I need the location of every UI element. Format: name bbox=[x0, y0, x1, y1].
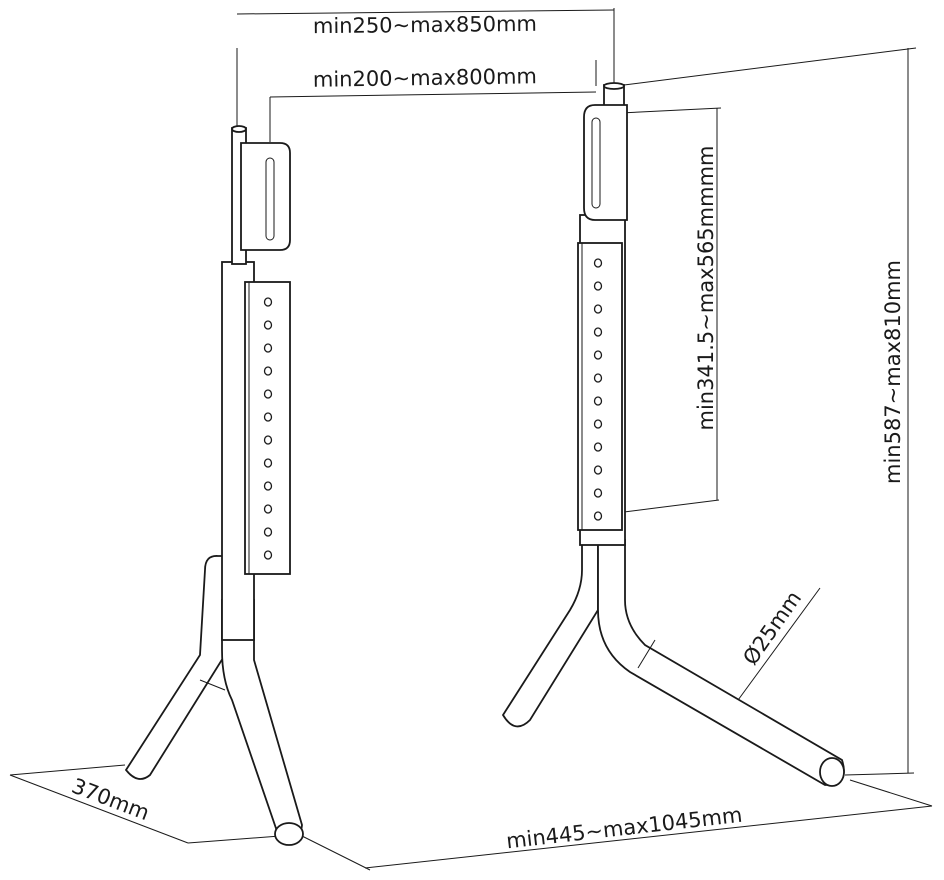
bracket-hole bbox=[263, 389, 273, 399]
bracket-hole bbox=[263, 366, 273, 376]
bracket-hole bbox=[593, 258, 603, 268]
bracket-hole bbox=[263, 550, 273, 560]
bracket-hole bbox=[593, 373, 603, 383]
bracket-hole bbox=[593, 396, 603, 406]
outer-post-spacing-label: min250~max850mm bbox=[313, 12, 537, 38]
bracket-hole bbox=[593, 350, 603, 360]
bracket-hole bbox=[263, 527, 273, 537]
bracket-hole bbox=[263, 504, 273, 514]
bracket-hole bbox=[593, 511, 603, 521]
bracket-hole bbox=[263, 481, 273, 491]
right-bracket-holes bbox=[593, 258, 603, 521]
bracket-height-label: min341.5~max565mmmm bbox=[694, 146, 718, 431]
tube-diameter-label: Ø25mm bbox=[738, 587, 806, 670]
bracket-hole bbox=[263, 343, 273, 353]
bracket-hole bbox=[593, 488, 603, 498]
bracket-hole bbox=[593, 281, 603, 291]
base-depth-label: 370mm bbox=[68, 774, 152, 825]
left-stand bbox=[124, 125, 304, 846]
right-stand bbox=[199, 82, 845, 787]
bracket-hole bbox=[593, 419, 603, 429]
bracket-hole bbox=[263, 412, 273, 422]
bracket-hole bbox=[263, 458, 273, 468]
bracket-hole bbox=[263, 435, 273, 445]
bracket-hole bbox=[263, 320, 273, 330]
bracket-hole bbox=[593, 465, 603, 475]
bracket-hole bbox=[593, 442, 603, 452]
bracket-hole bbox=[593, 304, 603, 314]
left-bracket-holes bbox=[263, 297, 273, 560]
base-width-label: min445~max1045mm bbox=[505, 803, 744, 854]
bracket-hole bbox=[263, 297, 273, 307]
inner-bracket-spacing-label: min200~max800mm bbox=[313, 64, 537, 92]
overall-height-label: min587~max810mm bbox=[881, 260, 905, 484]
bracket-hole bbox=[593, 327, 603, 337]
